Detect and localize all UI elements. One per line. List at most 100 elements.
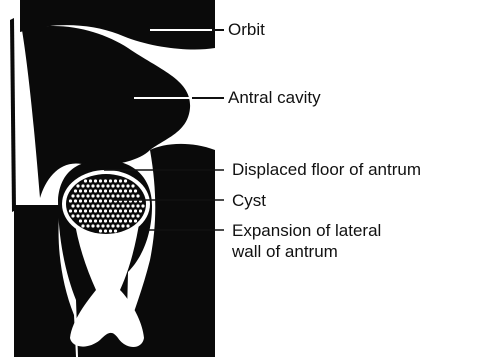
- cyst-dot: [74, 199, 77, 202]
- cyst-dot: [74, 189, 77, 192]
- cyst-dot: [69, 209, 72, 212]
- cyst-dot: [76, 214, 79, 217]
- cyst-dot: [104, 209, 107, 212]
- cyst-dot: [116, 194, 119, 197]
- label-displaced-floor: Displaced floor of antrum: [232, 159, 421, 180]
- cyst-dot: [84, 219, 87, 222]
- cyst-dot: [84, 199, 87, 202]
- cyst-dot: [94, 199, 97, 202]
- label-expansion-line1: Expansion of lateral: [232, 220, 381, 241]
- cyst-dot: [86, 214, 89, 217]
- nasal-wall-shape: [10, 18, 16, 212]
- cyst-dot: [99, 209, 102, 212]
- cyst-dot: [141, 204, 144, 207]
- cyst-dot: [89, 189, 92, 192]
- cyst-dot: [101, 224, 104, 227]
- cyst-dot: [114, 219, 117, 222]
- cyst-dot: [111, 184, 114, 187]
- cyst-dot: [86, 194, 89, 197]
- cyst-dot: [106, 194, 109, 197]
- cyst-dot: [106, 184, 109, 187]
- cyst-dot: [86, 204, 89, 207]
- cyst-dot: [116, 204, 119, 207]
- cyst-dot: [119, 219, 122, 222]
- cyst-dot: [109, 229, 112, 232]
- cyst-dot: [124, 189, 127, 192]
- cyst-dot: [131, 214, 134, 217]
- cyst-dot: [114, 209, 117, 212]
- cyst-dot: [99, 189, 102, 192]
- cyst-dot: [101, 204, 104, 207]
- cyst-dot: [134, 209, 137, 212]
- cyst-dot: [121, 184, 124, 187]
- cyst-dot: [134, 219, 137, 222]
- cyst-dot: [131, 204, 134, 207]
- cyst-dot: [116, 224, 119, 227]
- cyst-dot: [101, 184, 104, 187]
- cyst-dot: [129, 189, 132, 192]
- label-cyst: Cyst: [232, 190, 266, 211]
- cyst-dot: [96, 214, 99, 217]
- cyst-dot: [91, 214, 94, 217]
- cyst-dot: [126, 204, 129, 207]
- cyst-dot: [94, 179, 97, 182]
- cyst-dot: [106, 224, 109, 227]
- cyst-dot: [79, 209, 82, 212]
- cyst-dot: [121, 204, 124, 207]
- cyst-dot: [121, 224, 124, 227]
- cyst-dot: [76, 194, 79, 197]
- cyst-dot: [124, 209, 127, 212]
- cyst-dot: [126, 224, 129, 227]
- label-antral-cavity: Antral cavity: [228, 87, 321, 108]
- cyst-dot: [81, 184, 84, 187]
- cyst-dot: [96, 194, 99, 197]
- cyst-dot: [111, 214, 114, 217]
- cyst-dot: [109, 199, 112, 202]
- cyst-dot: [131, 184, 134, 187]
- cyst-dot: [69, 199, 72, 202]
- cyst-dot: [71, 204, 74, 207]
- cyst-dot: [111, 224, 114, 227]
- cyst-shape: [66, 174, 146, 234]
- cyst-dot: [84, 179, 87, 182]
- cyst-dot: [109, 179, 112, 182]
- cyst-dot: [81, 194, 84, 197]
- cyst-dot: [109, 189, 112, 192]
- cyst-dot: [96, 184, 99, 187]
- cyst-dot: [91, 204, 94, 207]
- cyst-dot: [114, 189, 117, 192]
- cyst-dot: [71, 194, 74, 197]
- cyst-dot: [114, 229, 117, 232]
- cyst-dot: [104, 189, 107, 192]
- cyst-dot: [94, 189, 97, 192]
- cyst-dot: [76, 204, 79, 207]
- cyst-dot: [89, 179, 92, 182]
- cyst-dot: [114, 179, 117, 182]
- cyst-dot: [126, 214, 129, 217]
- cyst-dot: [99, 179, 102, 182]
- cyst-dot: [129, 219, 132, 222]
- cyst-dot: [124, 219, 127, 222]
- cyst-dot: [79, 219, 82, 222]
- cyst-dot: [124, 179, 127, 182]
- cyst-dot: [99, 199, 102, 202]
- cyst-dot: [96, 204, 99, 207]
- cyst-dot: [99, 219, 102, 222]
- cyst-dot: [136, 214, 139, 217]
- cyst-dot: [91, 184, 94, 187]
- cyst-dot: [94, 209, 97, 212]
- cyst-dot: [126, 194, 129, 197]
- cyst-dot: [71, 214, 74, 217]
- cyst-dot: [99, 229, 102, 232]
- cyst-dot: [84, 209, 87, 212]
- cyst-dot: [76, 184, 79, 187]
- cyst-dot: [126, 184, 129, 187]
- cyst-dot: [84, 189, 87, 192]
- cyst-dot: [101, 214, 104, 217]
- label-expansion-line2: wall of antrum: [232, 241, 338, 262]
- cyst-dot: [91, 194, 94, 197]
- label-orbit: Orbit: [228, 19, 265, 40]
- cyst-dot: [136, 204, 139, 207]
- cyst-dot: [81, 214, 84, 217]
- cyst-dot: [129, 209, 132, 212]
